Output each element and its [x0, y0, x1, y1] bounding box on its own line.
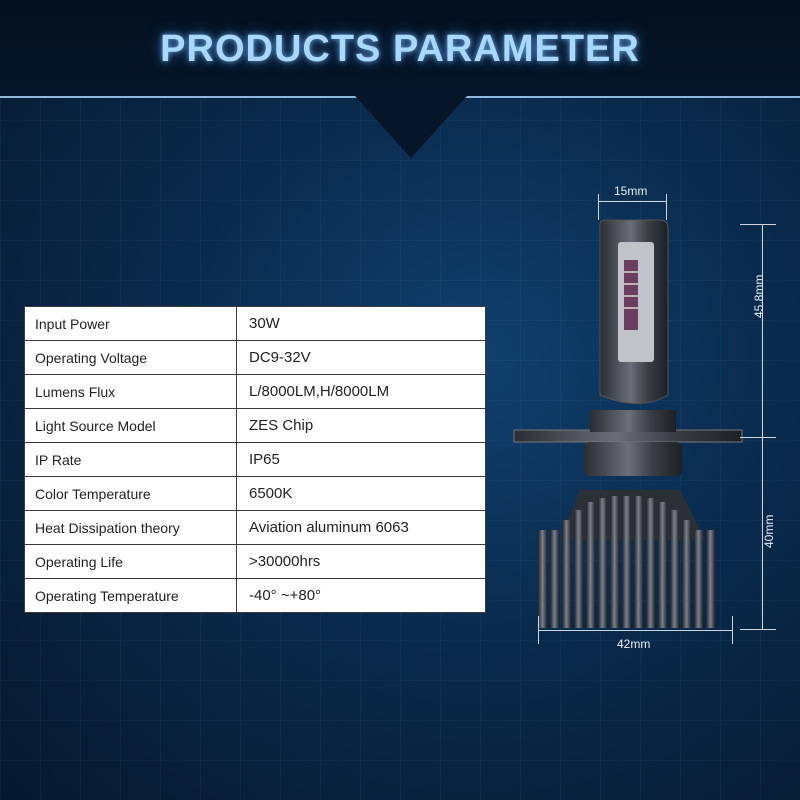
- header-banner: [0, 0, 800, 98]
- dim-label-top-width: 15mm: [614, 184, 648, 198]
- dim-tick: [598, 194, 599, 220]
- spec-value: DC9-32V: [236, 340, 486, 375]
- dim-line-top: [598, 201, 666, 202]
- bulb-neck: [590, 410, 676, 432]
- spec-label: IP Rate: [24, 442, 237, 477]
- spec-value: ZES Chip: [236, 408, 486, 443]
- spec-value: L/8000LM,H/8000LM: [236, 374, 486, 409]
- table-row: Light Source Model ZES Chip: [24, 408, 486, 443]
- dim-tick: [740, 629, 776, 630]
- table-row: Lumens Flux L/8000LM,H/8000LM: [24, 374, 486, 409]
- spec-label: Light Source Model: [24, 408, 237, 443]
- dim-tick: [732, 616, 733, 644]
- spec-label: Operating Life: [24, 544, 237, 579]
- table-row: IP Rate IP65: [24, 442, 486, 477]
- header-notch: [355, 96, 467, 158]
- dim-line-vertical: [762, 224, 763, 630]
- page-title: PRODUCTS PARAMETER: [160, 28, 640, 70]
- dim-label-upper-height: 45.8mm: [752, 274, 766, 318]
- dim-tick: [666, 194, 667, 220]
- spec-value: Aviation aluminum 6063: [236, 510, 486, 545]
- bulb-collar: [584, 442, 682, 476]
- table-row: Operating Voltage DC9-32V: [24, 340, 486, 375]
- dim-tick: [538, 616, 539, 644]
- table-row: Operating Temperature -40° ~+80°: [24, 578, 486, 613]
- spec-value: 6500K: [236, 476, 486, 511]
- spec-label: Lumens Flux: [24, 374, 237, 409]
- dim-tick: [740, 437, 776, 438]
- spec-value: -40° ~+80°: [236, 578, 486, 613]
- spec-label: Operating Temperature: [24, 578, 237, 613]
- table-row: Input Power 30W: [24, 306, 486, 341]
- spec-table: Input Power 30W Operating Voltage DC9-32…: [24, 306, 486, 613]
- spec-label: Input Power: [24, 306, 237, 341]
- dim-label-lower-height: 40mm: [762, 514, 776, 548]
- spec-value: IP65: [236, 442, 486, 477]
- spec-value: >30000hrs: [236, 544, 486, 579]
- table-row: Heat Dissipation theory Aviation aluminu…: [24, 510, 486, 545]
- table-row: Color Temperature 6500K: [24, 476, 486, 511]
- led-bulb-illustration: [513, 219, 743, 628]
- dim-line-bottom: [538, 630, 732, 631]
- heatsink-top: [560, 490, 705, 540]
- table-row: Operating Life >30000hrs: [24, 544, 486, 579]
- led-chip: [624, 260, 638, 330]
- spec-label: Color Temperature: [24, 476, 237, 511]
- spec-value: 30W: [236, 306, 486, 341]
- spec-label: Operating Voltage: [24, 340, 237, 375]
- spec-label: Heat Dissipation theory: [24, 510, 237, 545]
- dim-label-base-width: 42mm: [617, 637, 651, 651]
- dim-tick: [740, 224, 776, 225]
